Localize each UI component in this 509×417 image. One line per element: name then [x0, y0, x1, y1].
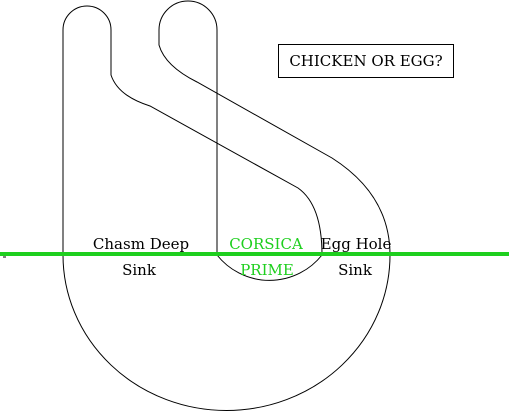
label-corsica: CORSICA [229, 235, 303, 253]
label-prime: PRIME [240, 261, 294, 279]
label-chasm-deep: Chasm Deep [92, 235, 190, 253]
title-text: CHICKEN OR EGG? [289, 52, 443, 70]
title-box: CHICKEN OR EGG? [278, 44, 454, 78]
label-egg-hole: Egg Hole [320, 235, 392, 253]
label-left-sink: Sink [122, 261, 156, 279]
outer-track-outline [62, 0, 391, 411]
label-right-sink: Sink [338, 261, 372, 279]
